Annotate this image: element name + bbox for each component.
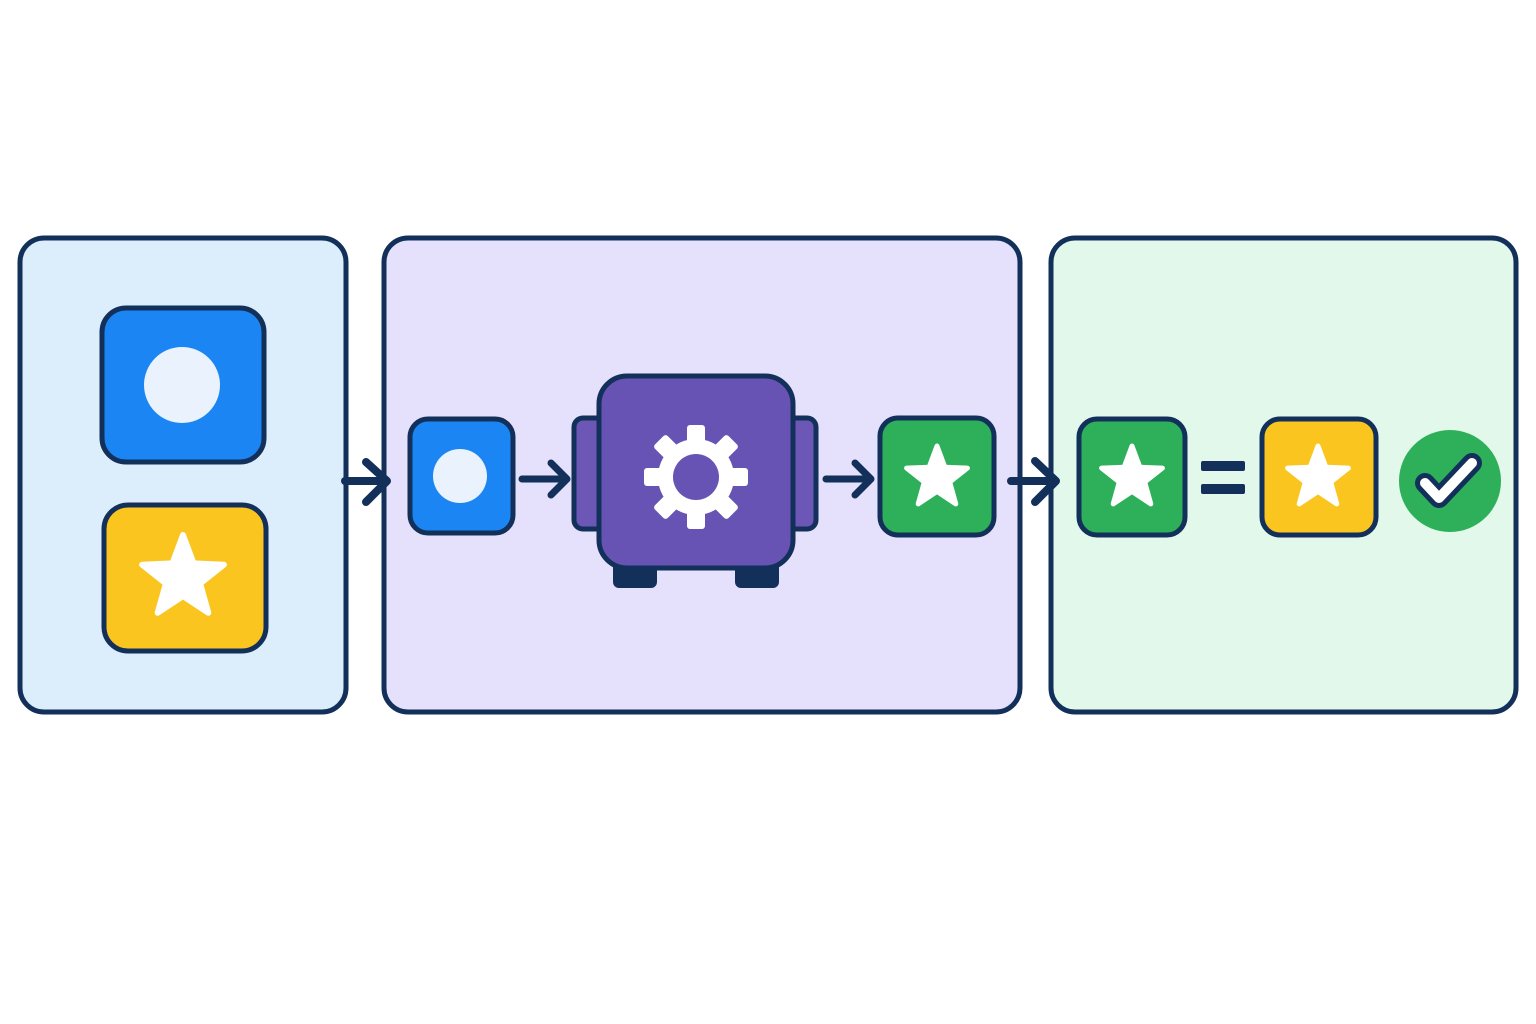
arrow-right-icon [341, 458, 391, 506]
star-icon [1285, 443, 1351, 507]
equals-icon [1201, 461, 1245, 494]
arrow-right-icon [518, 459, 571, 499]
processor-machine [571, 373, 819, 588]
process-star-tile [877, 415, 997, 538]
gear-icon [644, 425, 748, 529]
arrow-right-icon [822, 459, 875, 499]
star-icon [904, 443, 970, 507]
circle-icon [433, 449, 487, 503]
circle-icon [144, 347, 220, 423]
check-badge [1399, 430, 1501, 532]
output-star-tile-yellow [1259, 416, 1379, 538]
arrow-right-icon [1007, 457, 1060, 506]
star-icon [139, 532, 227, 616]
input-star-tile [101, 502, 269, 654]
star-icon [1099, 443, 1165, 507]
output-star-tile-green [1076, 416, 1188, 538]
input-circle-tile [99, 305, 267, 465]
process-circle-tile [407, 416, 516, 536]
